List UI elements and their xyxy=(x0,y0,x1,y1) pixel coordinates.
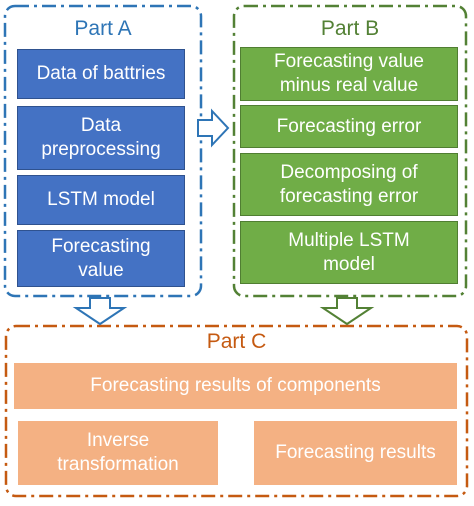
part-b-box-3-label: Decomposing of forecasting error xyxy=(279,161,419,207)
arrow-b-to-c xyxy=(319,297,375,326)
part-a-box-data-preprocessing: Data preprocessing xyxy=(17,106,185,170)
part-b-box-1-label: Forecasting value minus real value xyxy=(274,51,424,96)
part-b-box-forecasting-error: Forecasting error xyxy=(240,105,458,148)
part-c-box-forecasting-results: Forecasting results xyxy=(254,421,457,485)
part-a-box-data-of-batteries: Data of battries xyxy=(17,49,185,99)
part-a-box-3-label: LSTM model xyxy=(47,189,155,211)
part-c-title: Part C xyxy=(206,330,267,353)
part-a-box-2-label: Data preprocessing xyxy=(41,115,161,160)
part-a-box-1-label: Data of battries xyxy=(36,63,166,85)
part-c-box-inverse-transformation: Inverse transformation xyxy=(18,421,218,485)
part-b-box-4-label: Multiple LSTM model xyxy=(288,229,410,275)
part-c-box-forecasting-results-components: Forecasting results of components xyxy=(14,363,457,409)
part-a-box-forecasting-value: Forecasting value xyxy=(17,230,185,287)
part-c-panel-border xyxy=(4,324,469,498)
arrow-a-to-b xyxy=(197,108,230,148)
part-a-box-4-label: Forecasting value xyxy=(51,235,151,281)
part-c-box-3-label: Forecasting results xyxy=(275,442,436,464)
part-b-box-multiple-lstm: Multiple LSTM model xyxy=(240,221,458,284)
part-b-box-2-label: Forecasting error xyxy=(276,115,422,137)
arrow-a-to-c xyxy=(72,297,128,326)
part-a-title: Part A xyxy=(74,17,132,40)
part-c-box-2-label: Inverse transformation xyxy=(57,430,179,475)
part-a-box-lstm-model: LSTM model xyxy=(17,175,185,225)
part-b-panel-border xyxy=(232,4,468,298)
part-b-title: Part B xyxy=(320,17,380,40)
part-b-box-decomposing: Decomposing of forecasting error xyxy=(240,153,458,216)
part-c-box-1-label: Forecasting results of components xyxy=(90,375,381,397)
part-a-panel-border xyxy=(3,4,203,298)
part-b-box-forecasting-minus-real: Forecasting value minus real value xyxy=(240,47,458,101)
